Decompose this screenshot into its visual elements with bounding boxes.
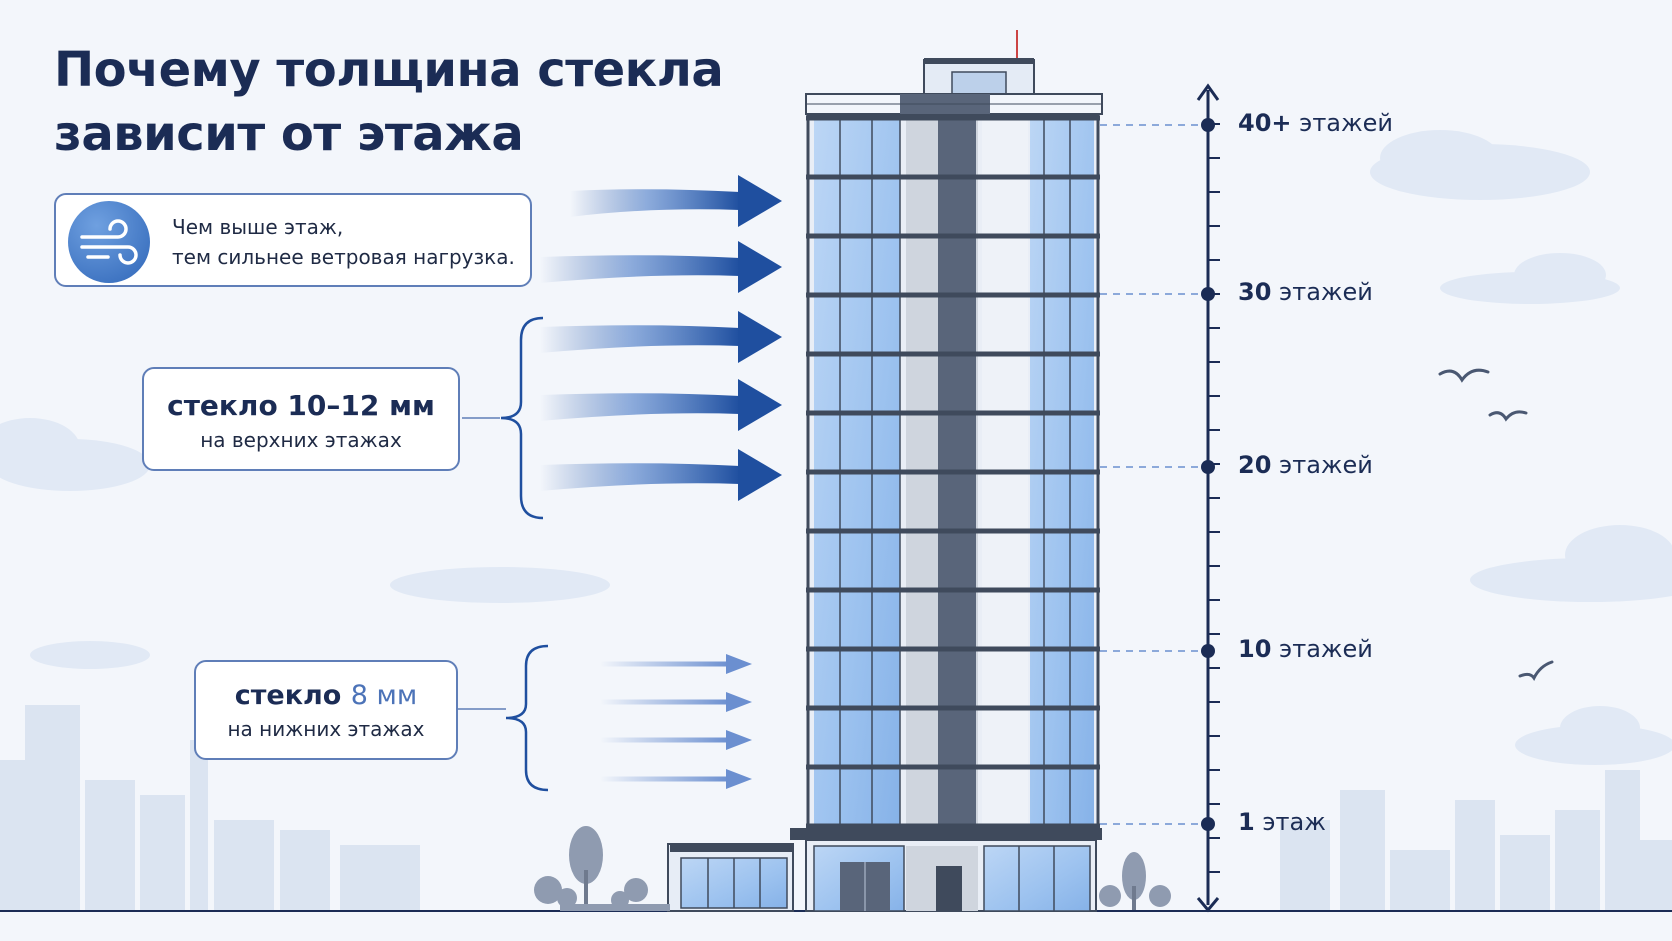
floor-label-unit: этажей — [1291, 109, 1393, 137]
wind-arrow-weak — [600, 692, 752, 712]
title-line-1: Почему толщина стекла — [54, 42, 724, 98]
clouds — [0, 130, 1672, 765]
glass-bottom-thickness: 8 мм — [350, 680, 418, 711]
floor-label-unit: этажей — [1271, 635, 1373, 663]
glass-bottom-box: стекло 8 мм на нижних этажах — [194, 660, 458, 760]
wind-arrow-strong — [540, 449, 782, 501]
floor-label-number: 40+ — [1238, 109, 1292, 137]
bracket-upper — [500, 316, 544, 520]
floor-scale — [1100, 83, 1220, 913]
wind-arrow-weak — [600, 769, 752, 789]
wind-arrow-strong — [570, 175, 782, 227]
floor-label-number: 30 — [1238, 278, 1272, 306]
floor-marker-dot — [1201, 118, 1215, 132]
floor-label-number: 20 — [1238, 451, 1272, 479]
wind-arrow-strong — [540, 311, 782, 363]
wind-note-box: Чем выше этаж, тем сильнее ветровая нагр… — [54, 193, 532, 287]
title-line-2: зависит от этажа — [54, 106, 524, 162]
glass-bottom-heading: стекло 8 мм — [196, 680, 456, 711]
floor-marker-dot — [1201, 460, 1215, 474]
floor-marker-dot — [1201, 817, 1215, 831]
floor-marker-dot — [1201, 287, 1215, 301]
page-title: Почему толщина стекла зависит от этажа — [54, 38, 724, 166]
birds — [1438, 368, 1554, 681]
city-silhouette — [0, 705, 1672, 910]
glass-top-box: стекло 10–12 мм на верхних этажах — [142, 367, 460, 471]
floor-label: 10 этажей — [1238, 635, 1373, 663]
tower-building — [790, 30, 1103, 912]
wind-arrow-weak — [600, 730, 752, 750]
floor-label: 20 этажей — [1238, 451, 1373, 479]
floor-label-unit: этажей — [1271, 451, 1373, 479]
wind-note-line-1: Чем выше этаж, — [172, 215, 344, 239]
wind-icon — [68, 201, 150, 283]
floor-label-number: 10 — [1238, 635, 1272, 663]
annex-building — [560, 843, 794, 912]
wind-arrow-strong — [540, 241, 782, 293]
glass-bottom-word: стекло — [234, 680, 342, 711]
floor-label: 30 этажей — [1238, 278, 1373, 306]
floor-marker-dot — [1201, 644, 1215, 658]
floor-label-number: 1 — [1238, 808, 1255, 836]
wind-arrow-strong — [540, 379, 782, 431]
wind-note-text: Чем выше этаж, тем сильнее ветровая нагр… — [172, 212, 515, 272]
glass-bottom-location: на нижних этажах — [227, 717, 425, 741]
wind-arrow-weak — [600, 654, 752, 674]
wind-arrows-upper — [540, 175, 782, 501]
trees — [534, 826, 1171, 910]
floor-label: 1 этаж — [1238, 808, 1326, 836]
floor-label-unit: этаж — [1254, 808, 1326, 836]
bracket-lower — [505, 644, 549, 792]
floor-label-unit: этажей — [1271, 278, 1373, 306]
wind-note-line-2: тем сильнее ветровая нагрузка. — [172, 245, 515, 269]
glass-top-thickness: стекло 10–12 мм — [167, 389, 435, 422]
glass-top-location: на верхних этажах — [200, 428, 402, 452]
floor-label: 40+ этажей — [1238, 109, 1393, 137]
wind-arrows-lower — [600, 654, 752, 789]
